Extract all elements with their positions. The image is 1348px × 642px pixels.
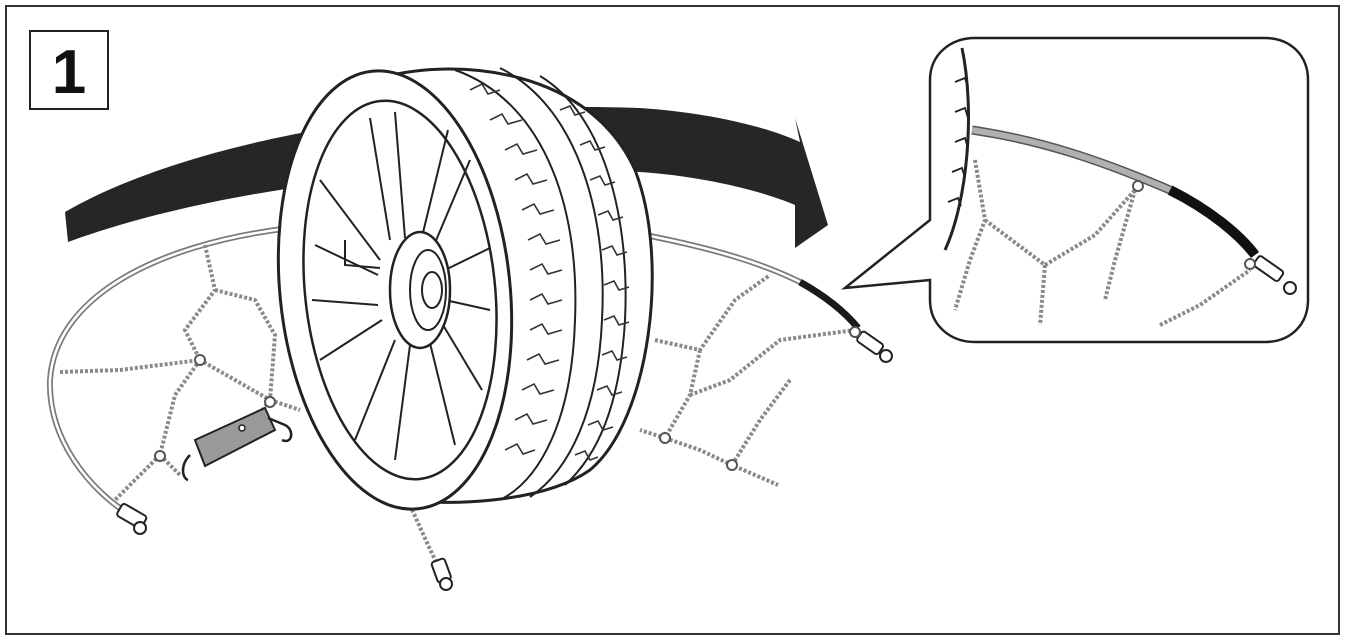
chain-tensioner bbox=[183, 408, 291, 480]
chain-cable-right-dark bbox=[800, 282, 858, 328]
tire bbox=[258, 59, 653, 521]
chain-net-right bbox=[640, 275, 855, 485]
detail-callout bbox=[845, 38, 1308, 342]
cable-end-fitting-left bbox=[116, 503, 147, 534]
chain-bottom-hook bbox=[410, 505, 452, 590]
wheel-center-cap bbox=[422, 272, 442, 308]
chain-cable-right bbox=[650, 236, 800, 282]
chain-net-left bbox=[60, 245, 300, 500]
cable-end-fitting-right bbox=[856, 330, 892, 362]
